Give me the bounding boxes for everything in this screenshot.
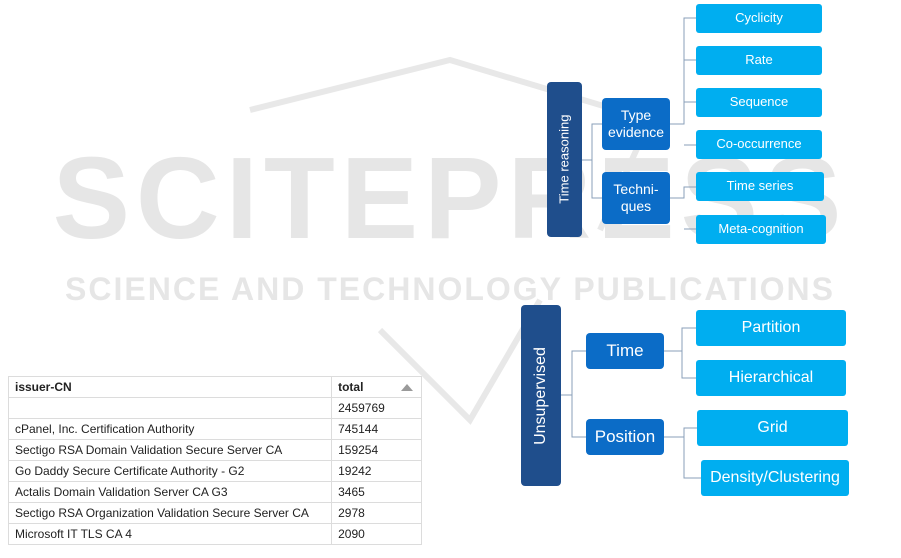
table-cell-total: 3465	[331, 481, 422, 503]
rate-node: Rate	[696, 46, 822, 75]
co-occurrence-node: Co-occurrence	[696, 130, 822, 159]
techniques-label-2: ques	[620, 198, 652, 214]
position-node: Position	[586, 419, 664, 455]
time-reasoning-node: Time reasoning	[547, 82, 582, 237]
unsupervised-node: Unsupervised	[521, 305, 561, 486]
meta-cognition-node: Meta-cognition	[696, 215, 826, 244]
table-row: 2459769	[7, 397, 422, 419]
partition-node: Partition	[696, 310, 846, 346]
column-header-issuer-cn[interactable]: issuer-CN	[7, 376, 333, 398]
type-evidence-node: Type evidence	[602, 98, 670, 150]
table-header-row: issuer-CN total	[7, 376, 422, 398]
table-cell-issuer: cPanel, Inc. Certification Authority	[7, 418, 333, 440]
table-cell-total: 2459769	[331, 397, 422, 419]
connector-position	[664, 427, 701, 479]
table-cell-total: 745144	[331, 418, 422, 440]
issuer-table-container: issuer-CN total 2459769 cPanel, Inc. Cer…	[7, 376, 422, 545]
table-cell-total: 2978	[331, 502, 422, 524]
sort-ascending-icon[interactable]	[401, 384, 413, 391]
connector-root	[582, 123, 602, 199]
table-cell-issuer: Sectigo RSA Organization Validation Secu…	[7, 502, 333, 524]
time-node: Time	[586, 333, 664, 369]
type-evidence-label-2: evidence	[607, 124, 665, 140]
connector-root-unsupervised	[561, 350, 586, 438]
table-row: Actalis Domain Validation Server CA G3 3…	[7, 481, 422, 503]
issuer-table: issuer-CN total 2459769 cPanel, Inc. Cer…	[7, 376, 422, 545]
grid-node: Grid	[697, 410, 848, 446]
hierarchical-node: Hierarchical	[696, 360, 846, 396]
table-cell-total: 159254	[331, 439, 422, 461]
table-cell-issuer: Microsoft IT TLS CA 4	[7, 523, 333, 545]
table-row: Go Daddy Secure Certificate Authority - …	[7, 460, 422, 482]
table-cell-issuer: Sectigo RSA Domain Validation Secure Ser…	[7, 439, 333, 461]
table-cell-total: 19242	[331, 460, 422, 482]
table-row: Sectigo RSA Domain Validation Secure Ser…	[7, 439, 422, 461]
column-header-total-label: total	[338, 380, 364, 394]
table-row: cPanel, Inc. Certification Authority 745…	[7, 418, 422, 440]
sequence-node: Sequence	[696, 88, 822, 117]
table-cell-issuer: Go Daddy Secure Certificate Authority - …	[7, 460, 333, 482]
techniques-label-1: Techni-	[613, 180, 659, 197]
unsupervised-label: Unsupervised	[532, 346, 550, 445]
table-cell-total: 2090	[331, 523, 422, 545]
type-evidence-label-1: Type	[620, 106, 652, 123]
density-clustering-node: Density/Clustering	[701, 460, 849, 496]
techniques-node: Techni- ques	[602, 172, 670, 224]
table-cell-issuer: Actalis Domain Validation Server CA G3	[7, 481, 333, 503]
table-row: Microsoft IT TLS CA 4 2090	[7, 523, 422, 545]
connector-type-evidence	[670, 17, 696, 146]
connector-time	[664, 327, 696, 379]
table-row: Sectigo RSA Organization Validation Secu…	[7, 502, 422, 524]
time-series-node: Time series	[696, 172, 824, 201]
column-header-total[interactable]: total	[331, 376, 422, 398]
connector-techniques	[670, 186, 696, 230]
table-cell-issuer	[7, 397, 333, 419]
cyclicity-node: Cyclicity	[696, 4, 822, 33]
